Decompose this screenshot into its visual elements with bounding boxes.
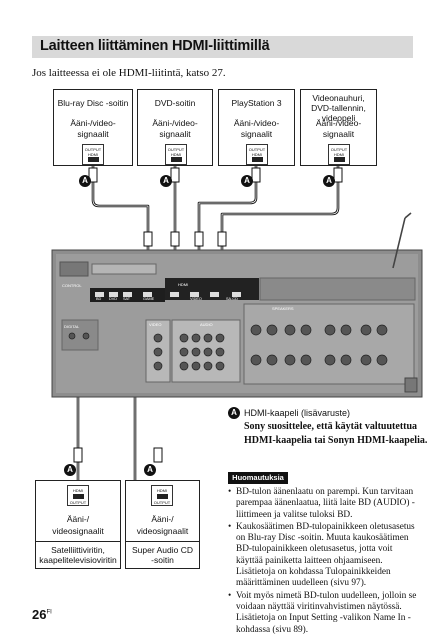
input-label: SA-CD — [226, 297, 238, 301]
hdmi-plug — [88, 167, 98, 183]
hdmi-plug — [251, 167, 261, 183]
hdmi-cable — [220, 166, 340, 255]
antenna — [392, 212, 412, 269]
device-name: DVD-soitin — [154, 98, 196, 108]
hdmi-plug — [170, 167, 180, 183]
device-signal-line1: Ääni-/video- — [315, 118, 362, 128]
note-item: Kaukosäätimen BD-tulopainikkeen oletusas… — [228, 522, 418, 590]
control-panel-label: CONTROL — [62, 283, 82, 288]
section-title-bar — [32, 36, 413, 58]
audio-panel-label: AUDIO — [200, 322, 213, 327]
page-number: 26FI — [32, 607, 52, 622]
device-name-line2: kaapelitelevisioviritin — [39, 555, 117, 565]
cable-badge: A — [323, 175, 335, 187]
device-name: Blu-ray Disc -soitin — [57, 98, 129, 108]
note-item: Voit myös nimetä BD-tulon uudelleen, jol… — [228, 591, 418, 636]
input-label: GAME — [143, 297, 155, 301]
device-signal-line2: signaalit — [77, 129, 109, 139]
hdmi-plug — [194, 231, 204, 247]
device-signal-line1: Ääni-/ — [66, 514, 90, 524]
device-signal-line2: signaalit — [322, 129, 355, 139]
device-signal-line2: videosignaalit — [136, 526, 189, 536]
note-item: BD-tulon äänenlaatu on parempi. Kun tarv… — [228, 487, 418, 521]
cable-badge: A — [144, 464, 156, 476]
notes-heading: Huomautuksia — [228, 472, 288, 484]
hdmi-plug — [170, 231, 180, 247]
hdmi-input-labels: BD DVD SAT GAME VIDEO SA-CD — [96, 297, 238, 301]
hdmi-plug — [143, 231, 153, 247]
hdmi-plug — [73, 447, 83, 463]
device-name-line1: Super Audio CD — [132, 545, 193, 555]
hdmi-plug — [217, 231, 227, 247]
hdmi-plug — [153, 447, 163, 463]
device-name: Videonauhuri, — [312, 93, 365, 103]
input-label: VIDEO — [190, 297, 202, 301]
intro-text: Jos laitteessa ei ole HDMI-liitintä, kat… — [32, 67, 226, 79]
device-box-dvd: DVD-soitin Ääni-/video- signaalit OUTPUT… — [137, 89, 213, 166]
device-name: PlayStation 3 — [231, 98, 282, 108]
input-label: SAT — [123, 297, 131, 301]
hdmi-plug — [333, 167, 343, 183]
input-label: BD — [96, 297, 102, 301]
device-signal-line2: signaalit — [159, 129, 191, 139]
device-box-bluray: Blu-ray Disc -soitin Ääni-/video- signaa… — [53, 89, 133, 166]
cable-recommendation-line1: Sony suosittelee, että käytät valtuutett… — [244, 421, 418, 432]
cable-caption-label: HDMI-kaapeli (lisävaruste) — [244, 408, 351, 418]
device-name-line2: -soitin — [151, 555, 174, 565]
digital-panel-label: DIGITAL — [64, 324, 80, 329]
language-code: FI — [46, 609, 52, 616]
device-name-line2: DVD-tallennin, videopeli — [311, 103, 366, 123]
cable-badge: A — [64, 464, 76, 476]
speakers-panel-label: SPEAKERS — [272, 306, 294, 311]
cable-badge: A — [241, 175, 253, 187]
av-receiver-rear-panel: HDMI BD DVD SAT GAME VIDEO SA-CD CONTROL… — [51, 249, 423, 398]
device-signal-line2: videosignaalit — [52, 526, 104, 536]
device-name-line1: Satelliittiviritin, — [51, 545, 105, 555]
device-signal-line1: Ääni-/video- — [233, 118, 280, 128]
hdmi-cable — [91, 166, 150, 255]
input-label: DVD — [109, 297, 117, 301]
device-box-videorecorder: Videonauhuri, DVD-tallennin, videopeli Ä… — [300, 89, 377, 166]
device-name-box-satellite: Satelliittiviritin, kaapelitelevisioviri… — [35, 541, 121, 569]
device-box-playstation: PlayStation 3 Ääni-/video- signaalit OUT… — [218, 89, 295, 166]
cable-badge: A — [79, 175, 91, 187]
video-panel-label: VIDEO — [149, 322, 161, 327]
cable-badge: A — [160, 175, 172, 187]
device-signal-line1: Ääni-/video- — [152, 118, 198, 128]
section-title: Laitteen liittäminen HDMI-liittimillä — [40, 38, 270, 54]
device-signal-line1: Ääni-/video- — [70, 118, 116, 128]
device-signal-line1: Ääni-/ — [151, 514, 174, 524]
caption-badge: A — [228, 407, 240, 419]
device-name-box-sacd: Super Audio CD -soitin — [125, 541, 200, 569]
hdmi-cable — [197, 166, 258, 255]
cable-recommendation-line2: HDMI-kaapelia tai Sonyn HDMI-kaapelia. — [244, 435, 428, 446]
notes-list: BD-tulon äänenlaatu on parempi. Kun tarv… — [228, 487, 418, 637]
hdmi-panel-label: HDMI — [178, 282, 188, 287]
device-signal-line2: signaalit — [240, 129, 273, 139]
